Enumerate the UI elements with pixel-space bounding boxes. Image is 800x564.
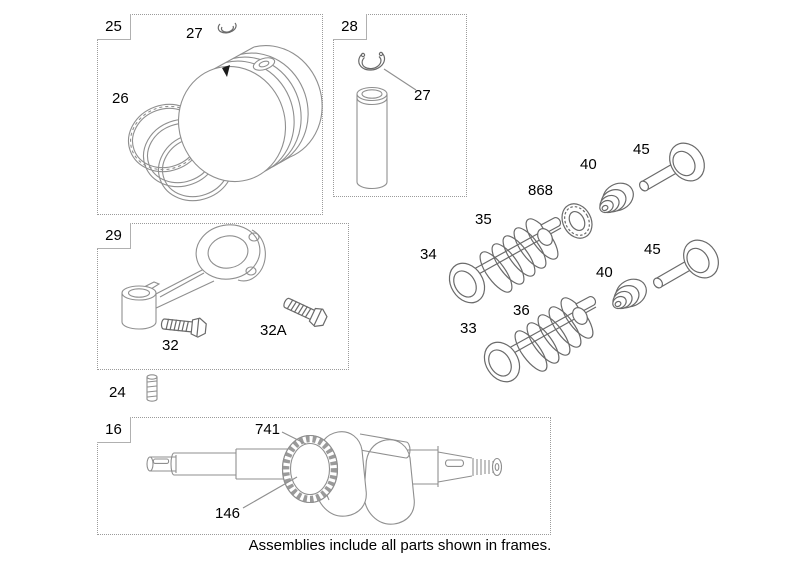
label-32a: 32A xyxy=(260,322,287,339)
valve-34-spring-35-drawing xyxy=(441,213,564,310)
leader-741 xyxy=(281,431,307,445)
retaining-ring-25-drawing xyxy=(217,22,237,34)
diagram-caption: Assemblies include all parts shown in fr… xyxy=(248,537,552,554)
label-33: 33 xyxy=(460,320,477,337)
spring-cap-40-bottom-drawing xyxy=(609,273,652,313)
label-27-box25: 27 xyxy=(186,25,203,42)
leader-146 xyxy=(242,476,298,509)
piston-drawing xyxy=(177,45,323,183)
label-26: 26 xyxy=(112,90,129,107)
retaining-ring-28-drawing xyxy=(358,51,417,91)
spring-cap-40-top-drawing xyxy=(596,177,639,217)
piston-direction-arrow-icon xyxy=(222,65,230,77)
connecting-rod-drawing xyxy=(121,224,266,330)
seal-868-drawing xyxy=(561,203,593,239)
rod-bolt-32a-drawing xyxy=(280,292,330,330)
label-868: 868 xyxy=(528,182,554,199)
label-24: 24 xyxy=(109,384,126,401)
label-27-box28: 27 xyxy=(414,87,431,104)
label-146: 146 xyxy=(215,505,241,522)
frame-number-29: 29 xyxy=(97,223,131,249)
label-741: 741 xyxy=(255,421,281,438)
valve-33-spring-36-drawing xyxy=(476,292,599,389)
label-40-top: 40 xyxy=(580,156,597,173)
frame-pin-assembly: 28 xyxy=(333,14,467,197)
label-34: 34 xyxy=(420,246,437,263)
frame-number-16: 16 xyxy=(97,417,131,443)
frame-crankshaft-assembly: 16 xyxy=(97,417,551,535)
label-40-bottom: 40 xyxy=(596,264,613,281)
label-32: 32 xyxy=(162,337,179,354)
frame-number-28: 28 xyxy=(333,14,367,40)
rod-bolt-32-drawing xyxy=(159,313,208,339)
piston-pin-drawing xyxy=(356,86,388,190)
frame-number-25: 25 xyxy=(97,14,131,40)
frame-piston-assembly: 25 xyxy=(97,14,323,215)
tappet-45-bottom-drawing xyxy=(651,232,727,291)
label-45-top: 45 xyxy=(633,141,650,158)
label-36: 36 xyxy=(513,302,530,319)
crankshaft-drawing xyxy=(146,431,503,525)
label-35: 35 xyxy=(475,211,492,228)
dowel-pin-drawing xyxy=(146,374,158,402)
frame-rod-assembly: 29 xyxy=(97,223,349,370)
label-45-bottom: 45 xyxy=(644,241,661,258)
